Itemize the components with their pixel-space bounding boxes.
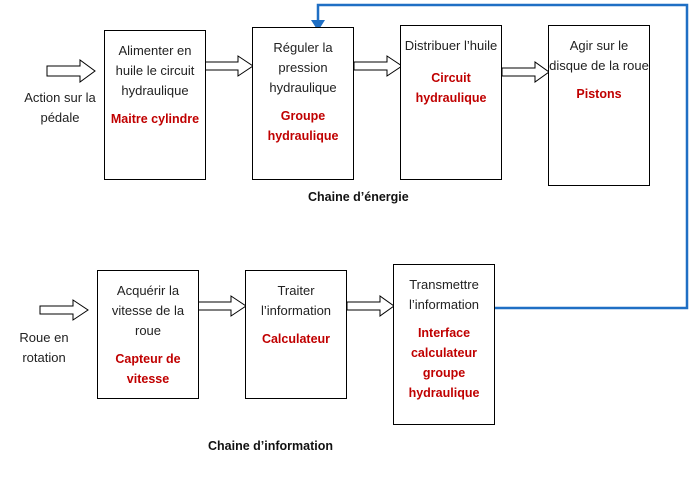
block-component: Pistons <box>576 87 622 101</box>
energy-block-4: Agir sur le disque de la roue Pistons <box>548 25 650 186</box>
input-label-energy: Action sur la pédale <box>24 90 96 125</box>
block-function: Acquérir la vitesse de la roue <box>111 283 185 338</box>
input-arrow-energy <box>46 59 96 83</box>
energy-block-3: Distribuer l’huile Circuit hydraulique <box>400 25 502 180</box>
block-component: Capteur de vitesse <box>115 352 181 386</box>
arrow-block2-to-block3 <box>353 55 403 77</box>
input-arrow-information <box>39 299 89 321</box>
information-block-1: Acquérir la vitesse de la roue Capteur d… <box>97 270 199 399</box>
energy-chain-title: Chaine d’énergie <box>308 190 409 204</box>
input-label-information: Roue en rotation <box>19 330 69 365</box>
feedback-arrowhead <box>311 20 325 31</box>
arrow-block3-to-block4 <box>501 61 550 83</box>
block-function: Transmettre l’information <box>408 277 480 312</box>
block-component: Interface calculateur groupe hydraulique <box>408 326 480 400</box>
block-function: Traiter l’information <box>260 283 332 318</box>
block-component: Circuit hydraulique <box>415 71 487 105</box>
information-block-3: Transmettre l’information Interface calc… <box>393 264 495 425</box>
block-function: Réguler la pression hydraulique <box>269 40 337 95</box>
block-component: Groupe hydraulique <box>267 109 339 143</box>
arrow-info1-to-info2 <box>197 295 247 317</box>
feedback-line <box>316 3 689 310</box>
information-block-2: Traiter l’information Calculateur <box>245 270 347 399</box>
block-component: Maitre cylindre <box>110 112 200 126</box>
block-function: Distribuer l’huile <box>404 38 498 53</box>
energy-block-2: Réguler la pression hydraulique Groupe h… <box>252 27 354 180</box>
block-function: Alimenter en huile le circuit hydrauliqu… <box>115 43 195 98</box>
arrow-block1-to-block2 <box>204 55 254 77</box>
arrow-info2-to-info3 <box>346 295 395 317</box>
block-function: Agir sur le disque de la roue <box>549 38 649 73</box>
information-chain-title: Chaine d’information <box>208 439 333 453</box>
block-component: Calculateur <box>261 332 331 346</box>
energy-block-1: Alimenter en huile le circuit hydrauliqu… <box>104 30 206 180</box>
